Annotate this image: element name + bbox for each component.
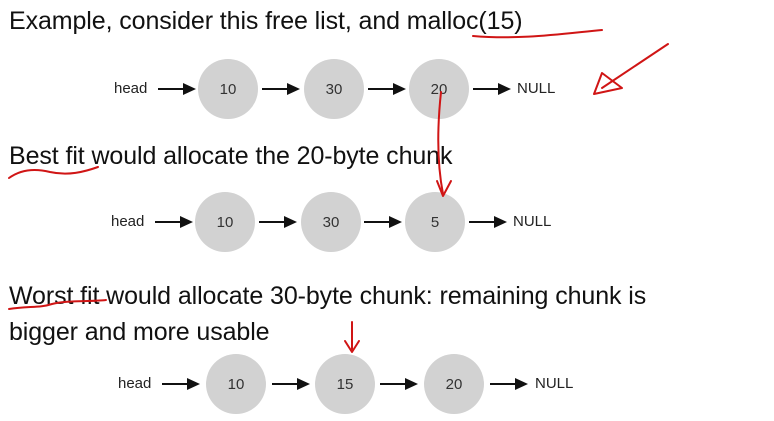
list-node: 20 <box>409 59 469 119</box>
list-node: 10 <box>198 59 258 119</box>
null-label: NULL <box>513 213 552 230</box>
pointer-arrow <box>155 215 193 229</box>
pointer-arrow <box>469 215 507 229</box>
worst-fit-line-2: bigger and more usable <box>9 318 270 346</box>
list-node: 5 <box>405 192 465 252</box>
list-node: 15 <box>315 354 375 414</box>
worst-fit-line-1: Worst fit would allocate 30-byte chunk: … <box>9 282 647 310</box>
pointer-arrow <box>162 377 200 391</box>
pointer-arrow <box>262 82 300 96</box>
list-node: 10 <box>195 192 255 252</box>
head-label: head <box>118 375 152 392</box>
list-node: 10 <box>206 354 266 414</box>
head-label: head <box>111 213 145 230</box>
free-list-original: head 10 30 20 NULL <box>0 57 774 121</box>
pointer-arrow <box>380 377 418 391</box>
null-label: NULL <box>535 375 574 392</box>
pointer-arrow <box>368 82 406 96</box>
pointer-arrow <box>473 82 511 96</box>
pointer-arrow <box>158 82 196 96</box>
list-node: 30 <box>304 59 364 119</box>
list-node: 30 <box>301 192 361 252</box>
best-fit-line: Best fit would allocate the 20-byte chun… <box>9 142 453 170</box>
pointer-arrow <box>272 377 310 391</box>
free-list-best-fit: head 10 30 5 NULL <box>0 190 774 254</box>
pointer-arrow <box>364 215 402 229</box>
pointer-arrow <box>490 377 528 391</box>
null-label: NULL <box>517 80 556 97</box>
head-label: head <box>114 80 148 97</box>
list-node: 20 <box>424 354 484 414</box>
free-list-worst-fit: head 10 15 20 NULL <box>0 352 774 416</box>
example-line: Example, consider this free list, and ma… <box>9 7 523 35</box>
annotation-arrowhead-15 <box>344 340 360 353</box>
pointer-arrow <box>259 215 297 229</box>
